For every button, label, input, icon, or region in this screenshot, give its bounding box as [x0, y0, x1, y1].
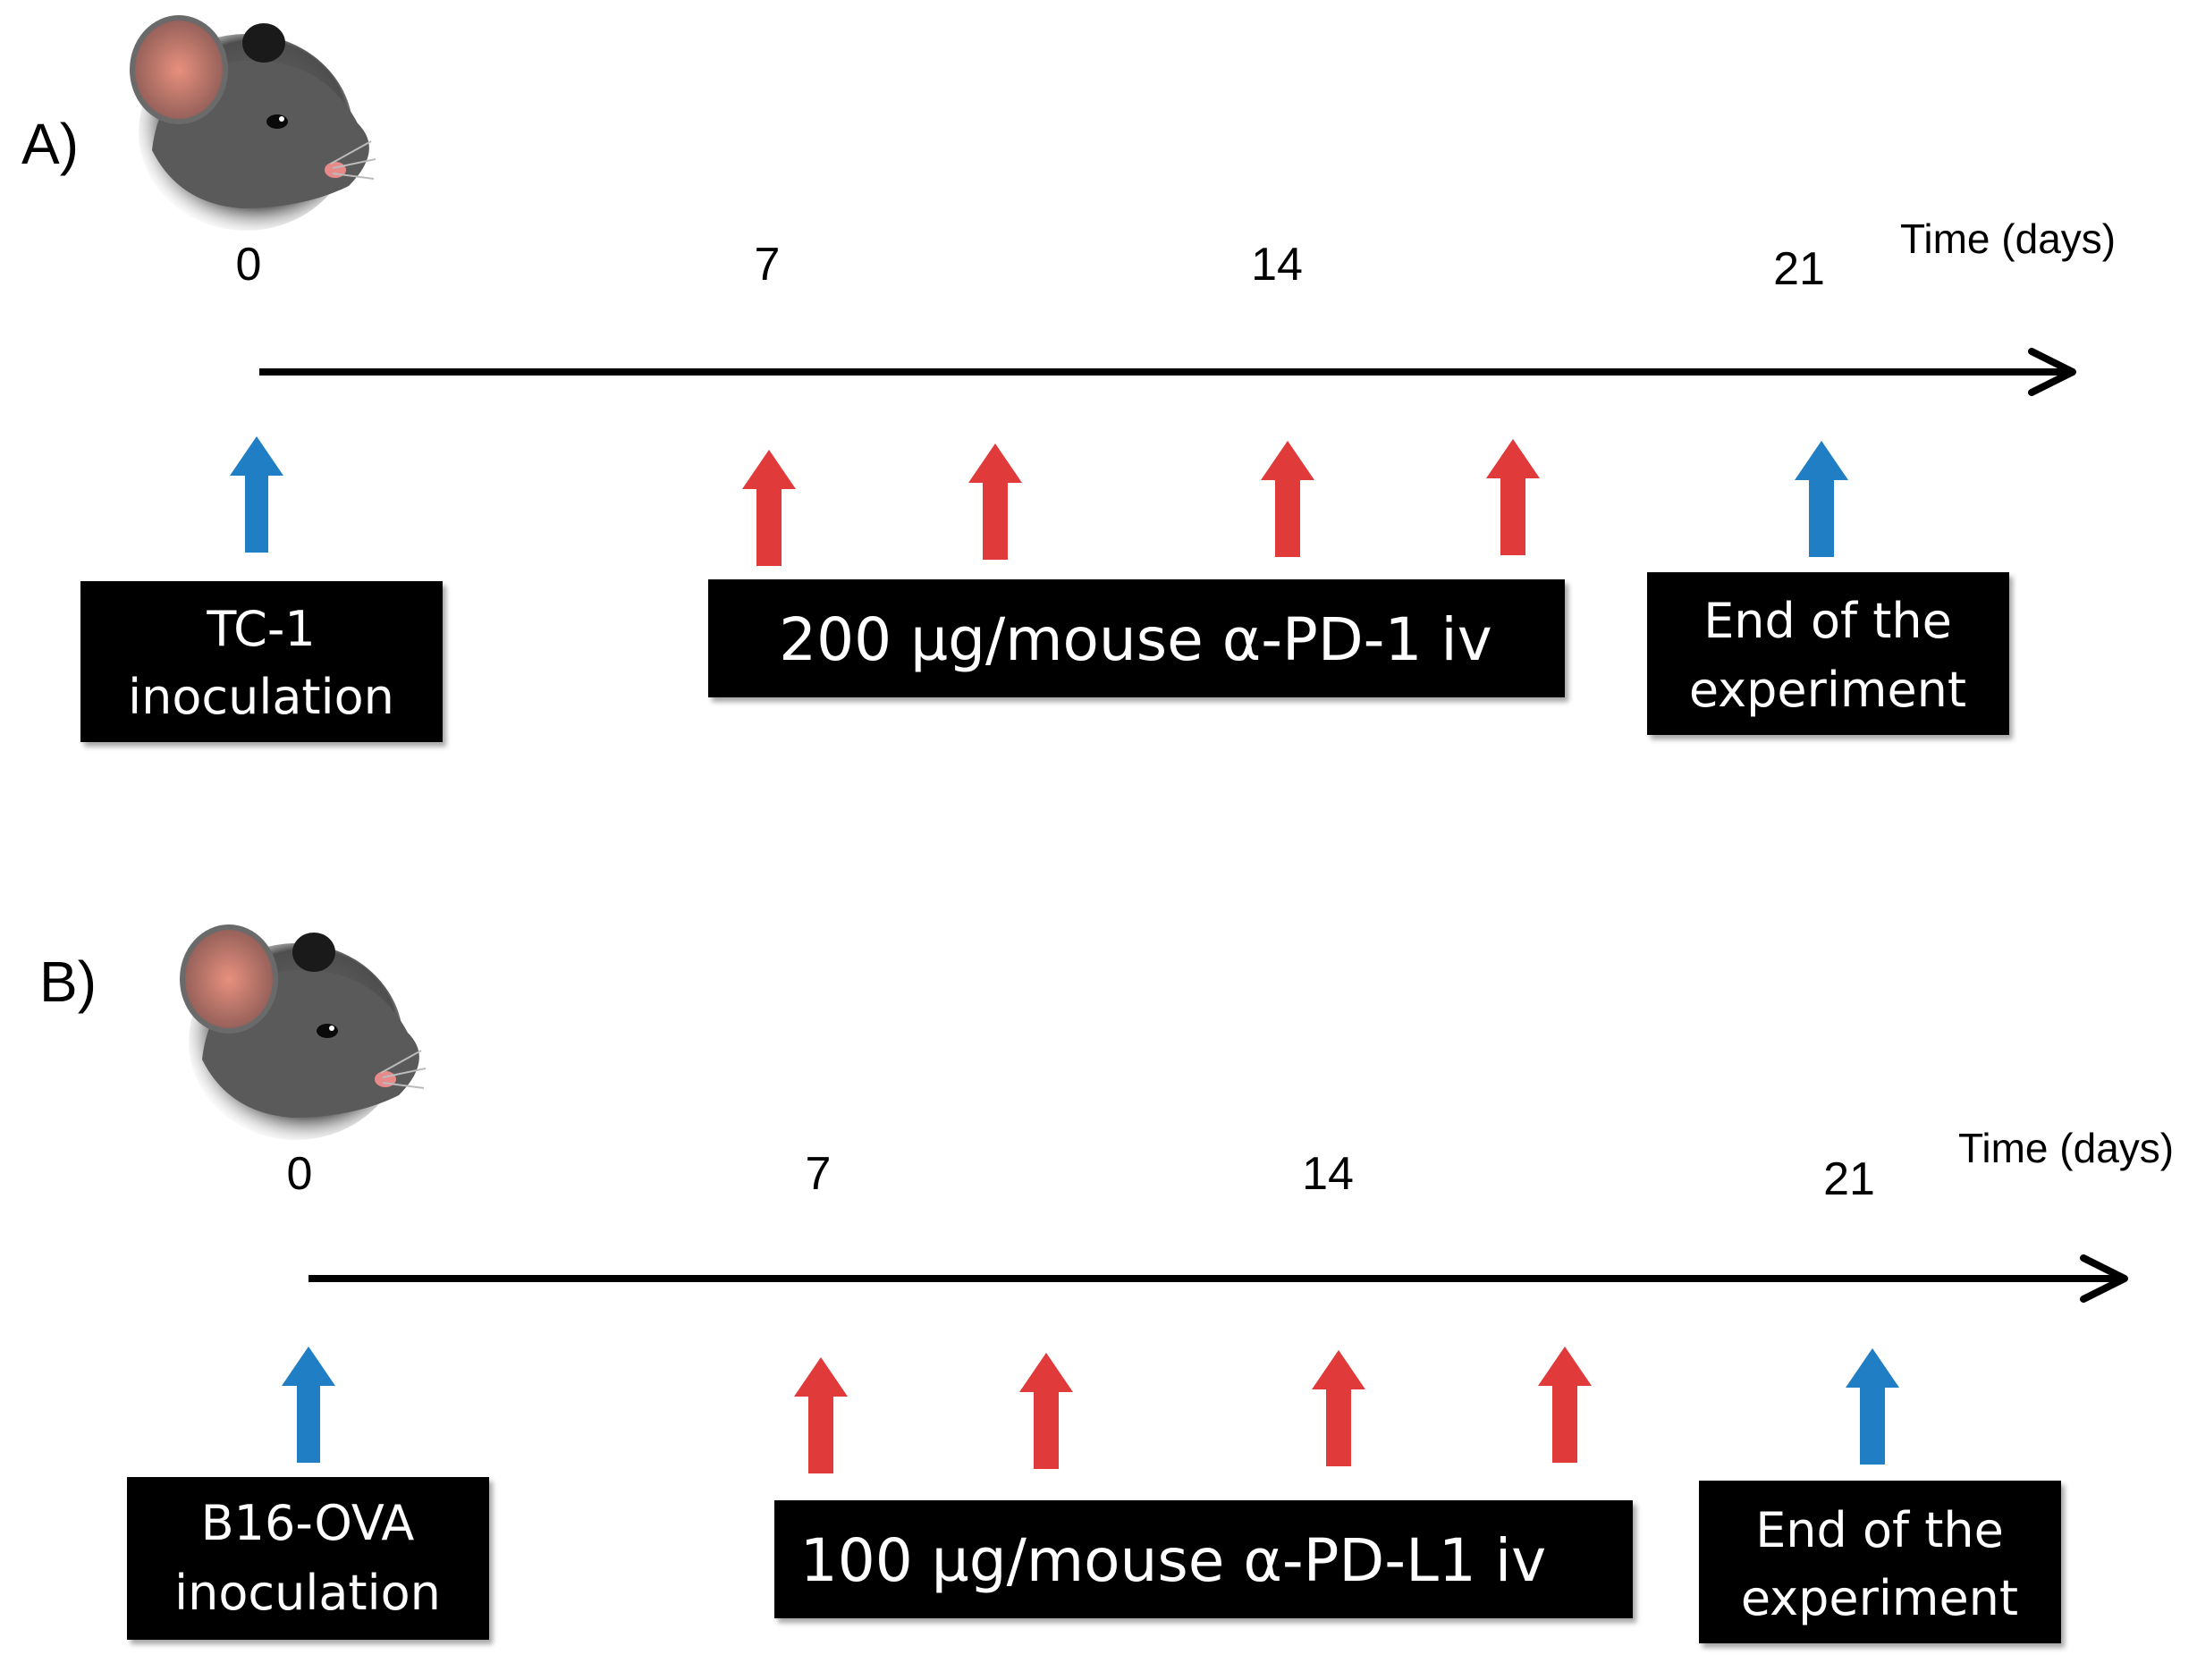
dose-arrow-2	[1019, 1353, 1073, 1469]
dose-arrow-markers	[230, 436, 1848, 566]
tick-label-day-14: 14	[1302, 1148, 1354, 1200]
treatment-box-text: 200 µg/mouse α-PD-1 iv	[779, 605, 1492, 674]
start-arrow	[230, 436, 283, 553]
panel-label: A)	[21, 112, 79, 176]
timeline-arrow	[259, 348, 2076, 396]
dose-arrow-3	[1312, 1350, 1365, 1466]
start-arrow	[282, 1347, 335, 1463]
start-box: TC-1 inoculation	[80, 581, 443, 742]
tick-label-day-21: 21	[1823, 1153, 1875, 1205]
tick-label-day-7: 7	[755, 239, 781, 291]
end-box: End of the experiment	[1699, 1481, 2061, 1643]
tick-label-day-14: 14	[1251, 239, 1303, 291]
mouse-head-icon	[180, 924, 427, 1140]
end-arrow	[1795, 441, 1848, 557]
tick-label-day-0: 0	[287, 1148, 313, 1200]
dose-arrow-3	[1261, 441, 1314, 557]
panel-a: A) Time (days) 0 7 14 21	[21, 15, 2116, 742]
tick-labels: 0 7 14 21	[287, 1148, 1875, 1205]
start-box-line-2: inoculation	[128, 669, 394, 725]
start-box: B16-OVA inoculation	[127, 1477, 489, 1640]
dose-arrow-markers	[282, 1347, 1899, 1473]
timeline-arrow	[308, 1254, 2128, 1303]
treatment-box: 200 µg/mouse α-PD-1 iv	[708, 579, 1565, 697]
axis-label: Time (days)	[1958, 1125, 2174, 1171]
start-box-line-1: TC-1	[206, 601, 315, 657]
end-box-line-2: experiment	[1689, 662, 1966, 718]
panel-label: B)	[39, 950, 97, 1014]
end-arrow	[1846, 1348, 1899, 1465]
end-box-line-1: End of the	[1755, 1502, 2004, 1558]
mouse-head-icon	[130, 15, 376, 231]
axis-label: Time (days)	[1900, 215, 2116, 262]
treatment-box-text: 100 µg/mouse α-PD-L1 iv	[800, 1526, 1546, 1595]
dose-arrow-2	[968, 443, 1022, 560]
end-box-line-1: End of the	[1703, 593, 1952, 649]
dose-arrow-1	[742, 450, 796, 566]
dose-arrow-4	[1538, 1347, 1592, 1463]
start-box-line-2: inoculation	[174, 1565, 441, 1621]
tick-label-day-7: 7	[806, 1148, 832, 1200]
dose-arrow-1	[794, 1357, 848, 1473]
start-box-line-1: B16-OVA	[201, 1495, 415, 1551]
end-box-line-2: experiment	[1741, 1570, 2018, 1626]
tick-label-day-0: 0	[236, 239, 262, 291]
tick-labels: 0 7 14 21	[236, 239, 1825, 295]
panel-b: B) Time (days) 0 7 14 21	[39, 924, 2174, 1643]
treatment-box: 100 µg/mouse α-PD-L1 iv	[774, 1500, 1633, 1618]
tick-label-day-21: 21	[1773, 243, 1825, 295]
end-box: End of the experiment	[1647, 572, 2009, 735]
dose-arrow-4	[1486, 439, 1540, 555]
